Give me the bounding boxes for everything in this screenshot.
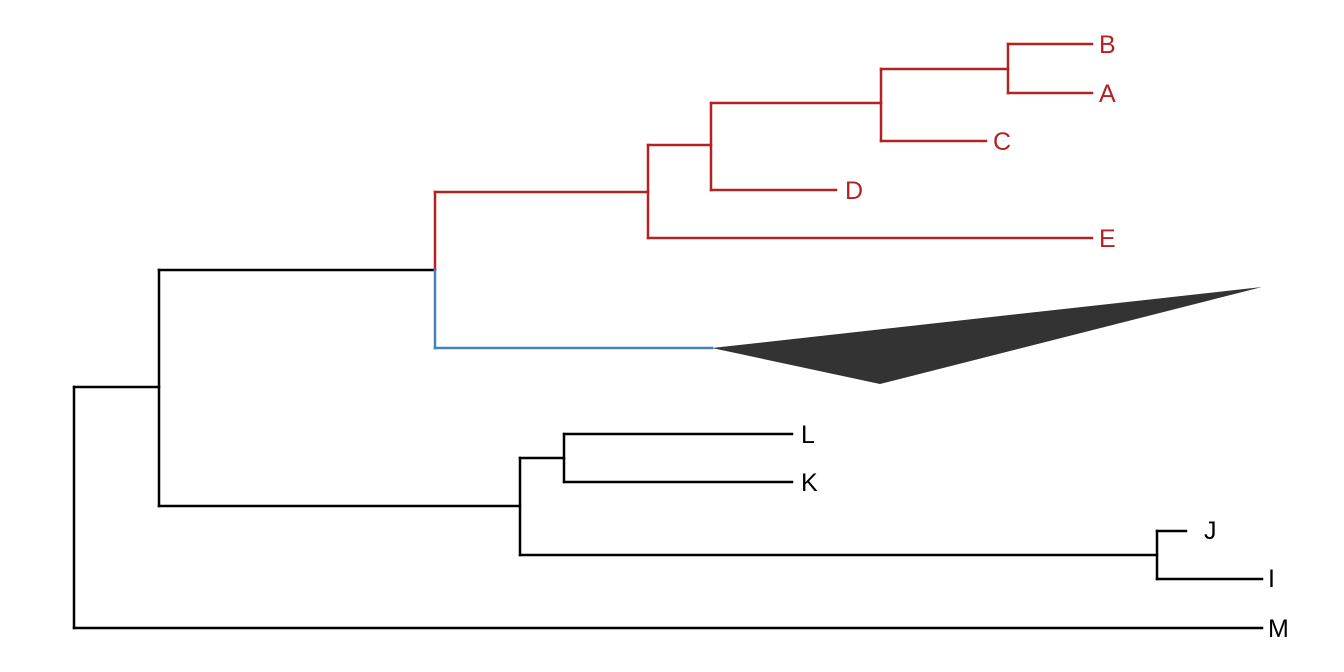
tip-labels: B A C D E L K J I M	[801, 31, 1289, 643]
tip-label-I: I	[1268, 565, 1275, 593]
tip-label-E: E	[1099, 225, 1116, 253]
black-branches	[72, 268, 1264, 630]
tip-label-A: A	[1099, 80, 1116, 108]
collapsed-clade-triangle[interactable]	[712, 287, 1262, 384]
collapsed-clade-branches	[433, 268, 714, 350]
red-clade-branches	[433, 42, 1094, 272]
tip-label-B: B	[1099, 31, 1116, 59]
tip-label-L: L	[801, 421, 815, 449]
tip-label-M: M	[1268, 615, 1289, 643]
tip-label-C: C	[993, 128, 1011, 156]
tip-label-J: J	[1204, 517, 1217, 545]
tip-label-K: K	[801, 469, 818, 497]
tip-label-D: D	[845, 177, 863, 205]
